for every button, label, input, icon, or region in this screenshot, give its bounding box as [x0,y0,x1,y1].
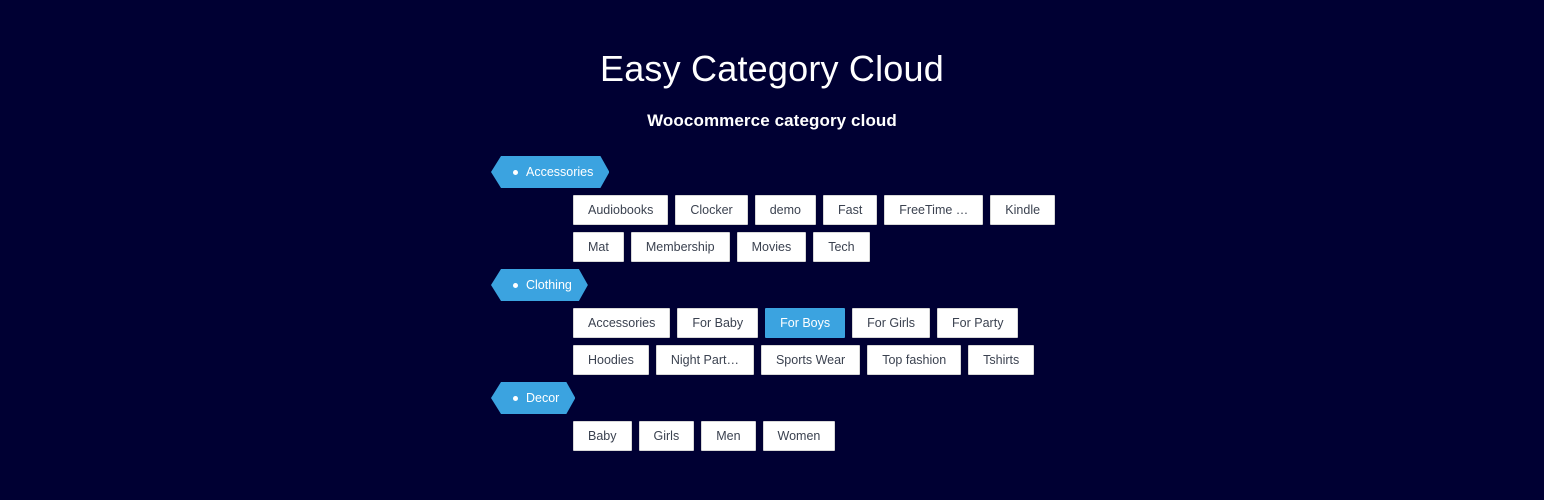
subcategory-tag-men[interactable]: Men [701,421,756,451]
subcategory-tag-top-fashion[interactable]: Top fashion [867,345,962,375]
subcategory-tag-mat[interactable]: Mat [573,232,624,262]
category-banner-decor[interactable]: Decor [491,382,575,414]
subcategory-tag-demo[interactable]: demo [754,195,816,225]
page-title: Easy Category Cloud [600,48,944,89]
subcategory-tag-movies[interactable]: Movies [736,232,807,262]
subcategory-tag-clocker[interactable]: Clocker [675,195,748,225]
category-banner-label: Accessories [526,165,594,179]
page-subtitle: Woocommerce category cloud [647,111,897,131]
bullet-dot-icon [513,170,518,175]
subcategory-tag-for-party[interactable]: For Party [937,308,1019,338]
subcategory-tag-baby[interactable]: Baby [573,421,632,451]
bullet-dot-icon [513,396,518,401]
subcategory-tag-accessories[interactable]: Accessories [573,308,671,338]
subcategory-tag-freetime[interactable]: FreeTime … [884,195,984,225]
category-banner-label: Clothing [526,278,572,292]
subcategory-tag-for-baby[interactable]: For Baby [677,308,759,338]
category-banner-clothing[interactable]: Clothing [491,269,588,301]
subcategory-tag-audiobooks[interactable]: Audiobooks [573,195,669,225]
subcategory-tag-hoodies[interactable]: Hoodies [573,345,649,375]
subcategory-tag-tech[interactable]: Tech [813,232,870,262]
bullet-dot-icon [513,283,518,288]
category-banner-accessories[interactable]: Accessories [491,156,609,188]
category-banner-label: Decor [526,391,560,405]
subcategory-tag-membership[interactable]: Membership [630,232,730,262]
subcategory-tag-kindle[interactable]: Kindle [990,195,1056,225]
subcategory-tag-fast[interactable]: Fast [822,195,878,225]
subcategory-tag-night-part[interactable]: Night Part… [655,345,754,375]
subcategory-tag-women[interactable]: Women [762,421,836,451]
subcategory-tag-for-boys[interactable]: For Boys [765,308,846,338]
page-header: Easy Category Cloud Woocommerce category… [0,0,1544,131]
subcategory-tag-girls[interactable]: Girls [638,421,695,451]
subcategory-tag-sports-wear[interactable]: Sports Wear [760,345,861,375]
subcategory-tag-tshirts[interactable]: Tshirts [968,345,1035,375]
subcategory-tag-for-girls[interactable]: For Girls [852,308,931,338]
